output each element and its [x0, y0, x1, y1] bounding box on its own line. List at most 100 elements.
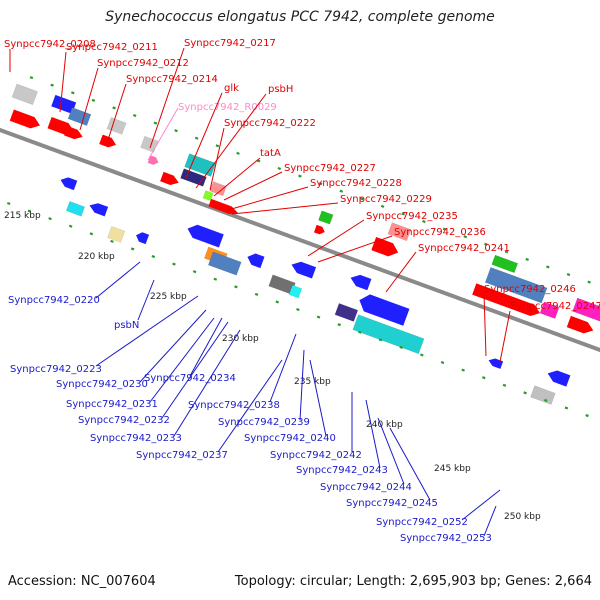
- gene-label: Synpcc7942_0240: [244, 433, 336, 444]
- leader-line: [149, 317, 215, 403]
- gene-arrow-reverse: [60, 177, 78, 191]
- track-tick: [399, 345, 403, 349]
- gene-feature: [547, 370, 571, 387]
- gene-label: Synpcc7942_0242: [270, 450, 362, 461]
- kbp-label: 235 kbp: [294, 377, 331, 387]
- gene-feature: [566, 315, 594, 334]
- gene-box: [11, 83, 38, 106]
- track-tick: [130, 247, 135, 251]
- track-tick: [546, 265, 550, 269]
- leader-line: [107, 83, 127, 141]
- gene-label: Synpcc7942_0231: [66, 399, 158, 410]
- gene-arrow-forward: [160, 171, 179, 185]
- track-tick: [337, 323, 342, 327]
- track-tick: [275, 300, 280, 304]
- gene-feature: [484, 267, 548, 304]
- gene-label: Synpcc7942_0211: [66, 42, 158, 53]
- track-tick: [564, 406, 569, 410]
- track-tick: [401, 212, 406, 216]
- gene-feature: [350, 274, 372, 291]
- gene-feature: [313, 224, 325, 235]
- track-tick: [318, 182, 323, 186]
- track-tick: [234, 285, 238, 289]
- track-tick: [298, 174, 302, 178]
- leader-line: [173, 329, 241, 437]
- gene-label: Synpcc7942_0223: [10, 364, 102, 375]
- track-tick: [110, 239, 114, 243]
- genome-backbone: [0, 127, 600, 353]
- track-tick: [543, 398, 548, 402]
- track-tick: [316, 315, 321, 319]
- track-tick: [151, 254, 156, 259]
- leader-line: [95, 261, 141, 299]
- leader-line: [269, 333, 297, 403]
- gene-arrow-forward: [566, 315, 594, 334]
- gene-feature: [107, 226, 126, 243]
- gene-label: psbH: [268, 84, 293, 95]
- track-tick: [277, 166, 282, 171]
- gene-box: [65, 201, 86, 217]
- gene-label: Synpcc7942_0246: [484, 284, 576, 295]
- track-tick: [6, 201, 11, 206]
- gene-arrow-reverse: [89, 203, 109, 217]
- gene-feature: [247, 253, 265, 269]
- track-tick: [236, 151, 240, 155]
- gene-label: Synpcc7942_0212: [97, 58, 189, 69]
- gene-arrow-reverse: [136, 232, 150, 245]
- gene-feature: [140, 135, 159, 153]
- kbp-label: 220 kbp: [78, 252, 115, 262]
- gene-arrow-forward: [313, 224, 325, 235]
- gene-feature: [184, 153, 217, 177]
- leader-line: [299, 349, 305, 421]
- kbp-label: 240 kbp: [366, 420, 403, 430]
- kbp-label: 245 kbp: [434, 464, 471, 474]
- track-tick: [89, 232, 94, 236]
- gene-label: Synpcc7942_0239: [218, 417, 310, 428]
- track-tick: [172, 262, 176, 266]
- track-tick: [29, 76, 34, 80]
- track-tick: [194, 136, 199, 140]
- track-tick: [422, 219, 426, 224]
- track-tick: [296, 307, 300, 312]
- map-title: Synechococcus elongatus PCC 7942, comple…: [105, 9, 495, 25]
- gene-feature: [65, 201, 86, 217]
- gene-feature: [572, 297, 600, 326]
- track-tick: [461, 368, 465, 372]
- track-tick: [378, 338, 383, 342]
- gene-label: Synpcc7942_0227: [284, 163, 376, 174]
- track-tick: [112, 106, 116, 110]
- track-tick: [48, 217, 52, 221]
- track-tick: [523, 391, 527, 395]
- gene-label: Synpcc7942_R0029: [178, 102, 277, 113]
- track-tick: [440, 360, 445, 365]
- leader-line: [365, 399, 381, 469]
- gene-feature: [160, 171, 179, 185]
- leader-line: [195, 93, 267, 189]
- kbp-label: 215 kbp: [4, 211, 41, 221]
- gene-box: [107, 226, 126, 243]
- leader-line: [307, 219, 365, 257]
- leader-line: [59, 51, 67, 113]
- gene-arrow-forward: [64, 125, 83, 140]
- gene-feature: [207, 251, 242, 276]
- gene-box: [140, 135, 159, 153]
- gene-label: Synpcc7942_0243: [296, 465, 388, 476]
- leader-line: [149, 47, 185, 149]
- track-tick: [254, 292, 259, 296]
- leader-line: [209, 127, 225, 191]
- track-tick: [192, 270, 197, 274]
- leader-line: [227, 186, 309, 211]
- gene-feature: [208, 198, 238, 214]
- track-tick: [360, 197, 364, 201]
- gene-box: [530, 385, 556, 405]
- track-tick: [525, 257, 529, 261]
- gene-label: Synpcc7942_0234: [144, 373, 236, 384]
- leader-line: [189, 317, 223, 377]
- track-tick: [132, 113, 137, 118]
- gene-arrow-reverse: [247, 253, 265, 269]
- leader-line: [95, 295, 199, 367]
- track-tick: [215, 144, 220, 148]
- genome-summary: Topology: circular; Length: 2,695,903 bp…: [234, 574, 592, 589]
- gene-arrow-reverse: [547, 370, 571, 387]
